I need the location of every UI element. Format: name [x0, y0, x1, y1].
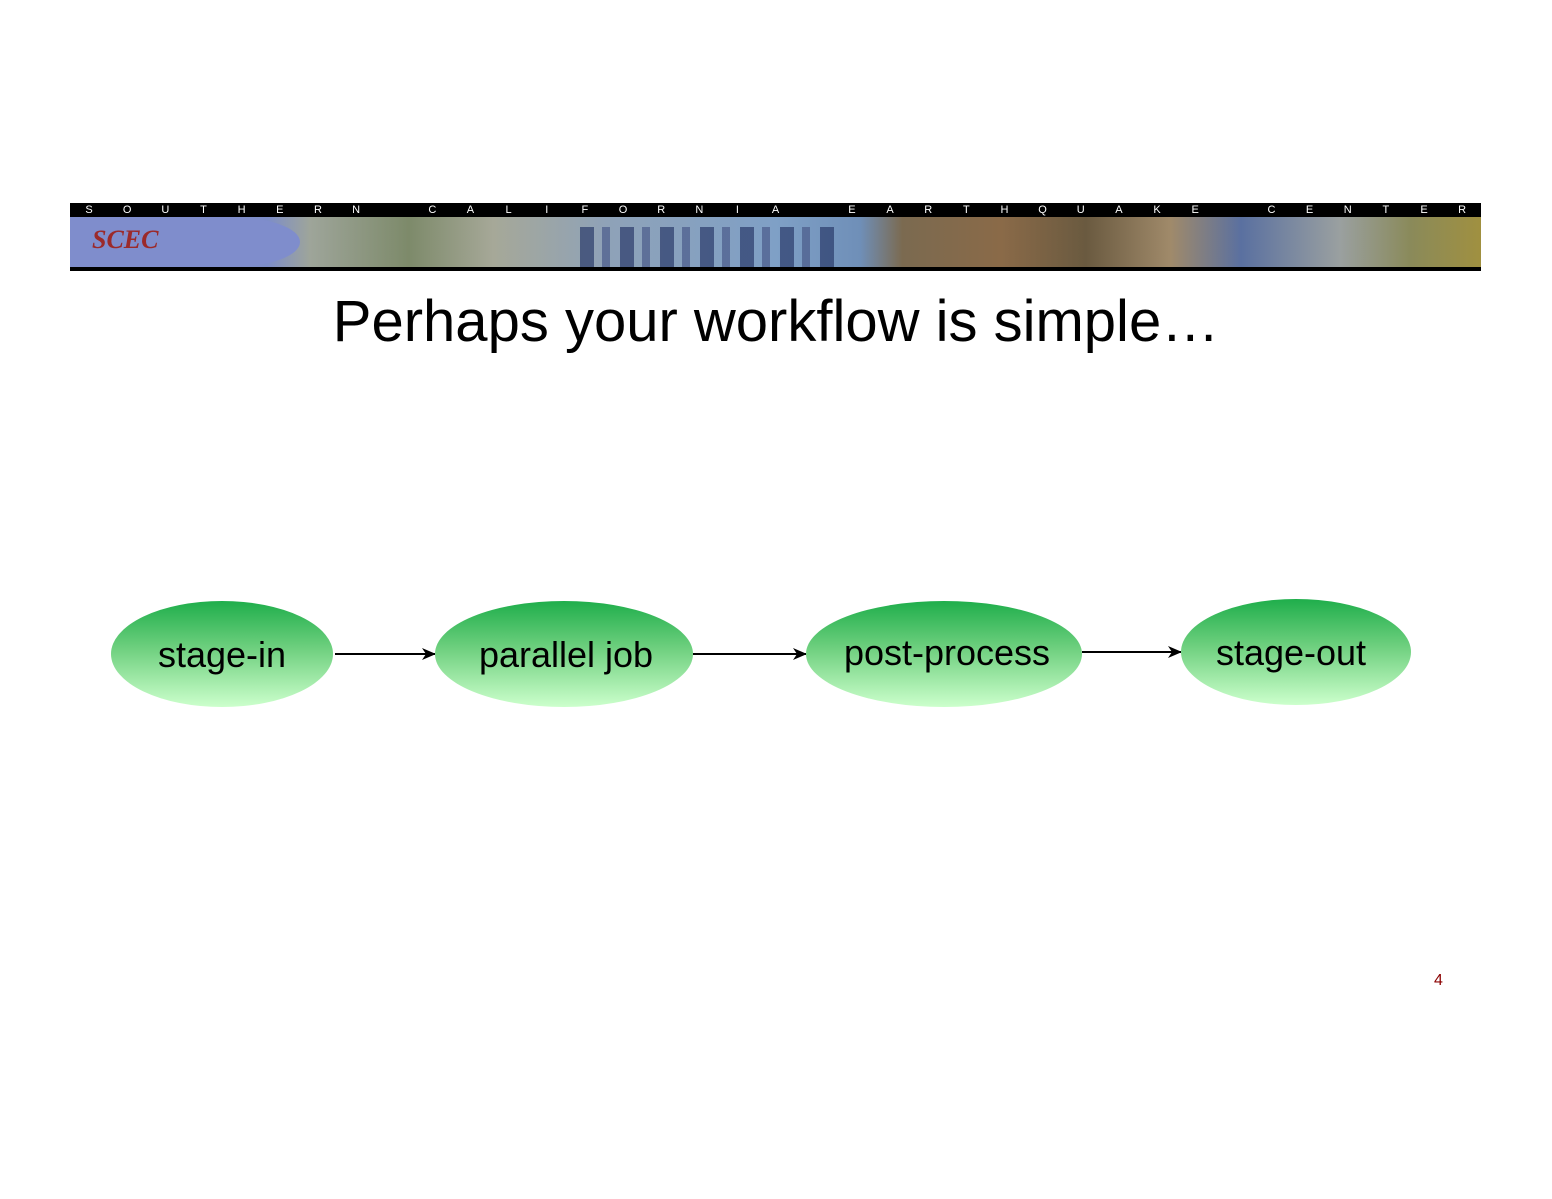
banner-letter: E: [1191, 203, 1199, 216]
banner-letter: R: [313, 203, 322, 216]
banner-letter: L: [505, 203, 512, 216]
banner-letter: R: [924, 203, 933, 216]
node-label: stage-out: [1216, 632, 1366, 673]
banner-letter: I: [545, 203, 549, 216]
slide-title: Perhaps your workflow is simple…: [332, 289, 1220, 354]
banner-letter: O: [618, 203, 628, 216]
banner-letter: Q: [1038, 203, 1047, 216]
scec-banner: S O U T H E R N C A L I F O R N I A E A R T H Q U A K E C E N T E R SC…: [70, 203, 1481, 271]
banner-letter: T: [962, 203, 970, 216]
banner-letter: A: [1115, 203, 1123, 216]
banner-letter: E: [1420, 203, 1428, 216]
banner-letter: C: [1267, 203, 1276, 216]
banner-letter: N: [352, 203, 361, 216]
banner-letter: A: [771, 203, 780, 216]
node-label: stage-in: [158, 634, 286, 675]
banner-letter: E: [276, 203, 284, 216]
banner-letter: H: [237, 203, 246, 216]
banner-letter: U: [1076, 203, 1085, 216]
banner-letter: T: [200, 203, 207, 216]
banner-letter: K: [1153, 203, 1161, 216]
coastline-map-image: [70, 217, 300, 267]
banner-letter: T: [1382, 203, 1390, 216]
node-label: parallel job: [479, 634, 653, 675]
banner-letter: S: [85, 203, 93, 216]
banner-letter: N: [695, 203, 704, 216]
banner-letter: H: [1000, 203, 1009, 216]
city-skyline-image: [580, 227, 840, 267]
banner-letter: I: [735, 203, 739, 216]
banner-letter: A: [466, 203, 475, 216]
banner-letter: A: [886, 203, 894, 216]
banner-letter: E: [848, 203, 856, 216]
banner-letter: C: [428, 203, 437, 216]
banner-letter: E: [1305, 203, 1314, 216]
banner-letter: F: [581, 203, 589, 216]
node-post-process: post-process: [806, 601, 1082, 707]
banner-letter: R: [657, 203, 666, 216]
banner-letter: O: [122, 203, 132, 216]
node-label: post-process: [844, 632, 1050, 673]
banner-letter: U: [161, 203, 170, 216]
page-number: 4: [1434, 972, 1443, 989]
banner-letter: R: [1458, 203, 1467, 216]
scec-logo: SCEC: [92, 225, 159, 254]
node-stage-out: stage-out: [1181, 599, 1411, 705]
node-stage-in: stage-in: [111, 601, 333, 707]
node-parallel-job: parallel job: [435, 601, 693, 707]
banner-photo-collage: SCEC: [70, 217, 1481, 267]
banner-letter: N: [1343, 203, 1352, 216]
